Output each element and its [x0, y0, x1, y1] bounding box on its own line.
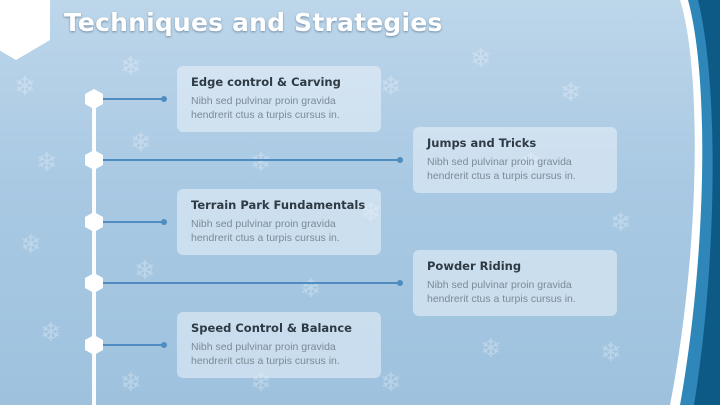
snowflake-icon: ❄	[36, 148, 58, 178]
snowflake-icon: ❄	[14, 72, 36, 102]
timeline-node	[85, 273, 103, 293]
connector-dot	[397, 280, 403, 286]
snowflake-icon: ❄	[380, 368, 402, 398]
timeline-card: Edge control & Carving Nibh sed pulvinar…	[177, 66, 381, 132]
snowflake-icon: ❄	[250, 148, 272, 178]
timeline-connector	[103, 344, 163, 346]
timeline-card: Jumps and Tricks Nibh sed pulvinar proin…	[413, 127, 617, 193]
card-title: Jumps and Tricks	[427, 136, 537, 150]
corner-hexagon	[0, 0, 50, 60]
timeline-connector	[103, 282, 399, 284]
card-text: Nibh sed pulvinar proin gravida hendreri…	[191, 218, 340, 244]
connector-dot	[161, 342, 167, 348]
connector-dot	[397, 157, 403, 163]
card-text: Nibh sed pulvinar proin gravida hendreri…	[427, 156, 576, 182]
card-title: Speed Control & Balance	[191, 321, 352, 335]
page-title: Techniques and Strategies	[64, 8, 443, 37]
timeline-node	[85, 150, 103, 170]
card-title: Terrain Park Fundamentals	[191, 198, 366, 212]
snowflake-icon: ❄	[600, 338, 622, 368]
card-text: Nibh sed pulvinar proin gravida hendreri…	[191, 95, 340, 121]
timeline-connector	[103, 221, 163, 223]
timeline-card: Speed Control & Balance Nibh sed pulvina…	[177, 312, 381, 378]
timeline-node	[85, 89, 103, 109]
card-title: Powder Riding	[427, 259, 522, 273]
decorative-swoosh	[670, 0, 720, 405]
card-title: Edge control & Carving	[191, 75, 341, 89]
timeline-card: Powder Riding Nibh sed pulvinar proin gr…	[413, 250, 617, 316]
snowflake-icon: ❄	[120, 368, 142, 398]
timeline-connector	[103, 98, 163, 100]
snowflake-icon: ❄	[130, 128, 152, 158]
connector-dot	[161, 219, 167, 225]
snowflake-icon: ❄	[560, 78, 582, 108]
snowflake-icon: ❄	[470, 44, 492, 74]
snowflake-icon: ❄	[610, 208, 632, 238]
timeline-node	[85, 212, 103, 232]
connector-dot	[161, 96, 167, 102]
timeline-connector	[103, 159, 399, 161]
snowflake-icon: ❄	[40, 318, 62, 348]
snowflake-icon: ❄	[120, 52, 142, 82]
snowflake-icon: ❄	[20, 230, 42, 260]
timeline-line	[92, 92, 96, 405]
card-text: Nibh sed pulvinar proin gravida hendreri…	[191, 341, 340, 367]
card-text: Nibh sed pulvinar proin gravida hendreri…	[427, 279, 576, 305]
snowflake-icon: ❄	[480, 334, 502, 364]
timeline-card: Terrain Park Fundamentals Nibh sed pulvi…	[177, 189, 381, 255]
timeline-node	[85, 335, 103, 355]
snowflake-icon: ❄	[300, 274, 322, 304]
snowflake-icon: ❄	[134, 256, 156, 286]
snowflake-icon: ❄	[380, 72, 402, 102]
